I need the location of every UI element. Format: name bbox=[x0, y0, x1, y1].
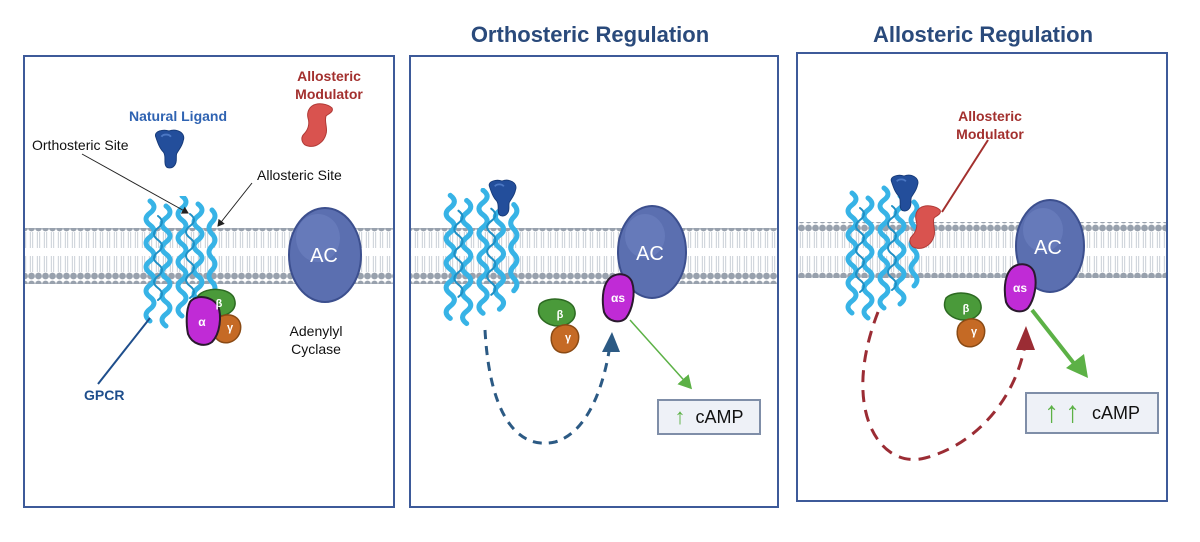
orthosteric-site-label: Orthosteric Site bbox=[32, 137, 129, 153]
adenylyl-line1: Adenylyl bbox=[289, 323, 343, 339]
adenylyl-cyclase-label: Adenylyl Cyclase bbox=[286, 322, 346, 358]
allosteric-modulator-line1-right: Allosteric bbox=[958, 108, 1022, 124]
beta-label-right: β bbox=[963, 303, 970, 315]
gamma-label-middle: γ bbox=[565, 332, 572, 344]
g-alpha-s-right bbox=[1003, 263, 1037, 313]
gamma-label-right: γ bbox=[971, 326, 978, 338]
beta-label-middle: β bbox=[557, 309, 564, 321]
camp-label-middle: cAMP bbox=[695, 406, 744, 427]
gamma-label-left: γ bbox=[227, 322, 234, 334]
alpha-label-left: α bbox=[198, 315, 206, 329]
natural-ligand-label: Natural Ligand bbox=[129, 108, 228, 124]
camp-production-arrow-right bbox=[1030, 308, 1078, 368]
allosteric-modulator-label-right: Allosteric Modulator bbox=[945, 107, 1035, 143]
camp-production-arrow-middle bbox=[629, 319, 693, 390]
g-beta-right bbox=[943, 292, 982, 321]
gpcr-label: GPCR bbox=[84, 387, 125, 403]
dashed-arrowhead-middle bbox=[602, 332, 620, 352]
camp-arrowhead-right bbox=[1066, 354, 1088, 378]
up-arrow-icon: ↑ bbox=[674, 404, 686, 429]
ac-label-middle: AC bbox=[636, 243, 664, 265]
modulator-pointer-right bbox=[941, 139, 989, 213]
ac-label-left: AC bbox=[310, 245, 338, 267]
g-alpha-s-middle bbox=[601, 273, 635, 323]
ac-highlight-middle bbox=[625, 214, 665, 258]
panel-title-orthosteric: Orthosteric Regulation bbox=[470, 22, 710, 47]
ac-highlight-left bbox=[296, 214, 340, 262]
alpha-s-label-middle: αs bbox=[611, 291, 625, 305]
beta-label-left: β bbox=[216, 298, 223, 310]
g-gamma-middle bbox=[550, 324, 580, 354]
allosteric-site-pointer bbox=[217, 182, 253, 227]
dashed-arrowhead-right bbox=[1016, 326, 1035, 350]
ac-highlight-right bbox=[1023, 208, 1063, 252]
camp-box-right: ↑ ↑ cAMP bbox=[1025, 392, 1159, 434]
dashed-activation-arrow-right bbox=[861, 311, 1027, 461]
up-arrow-icon: ↑ bbox=[1043, 396, 1059, 429]
ac-label-right: AC bbox=[1034, 237, 1062, 259]
allosteric-modulator-line2-left: Modulator bbox=[295, 86, 363, 102]
natural-ligand-shape bbox=[154, 129, 185, 169]
alpha-s-label-right: αs bbox=[1013, 281, 1027, 295]
up-arrow-icon: ↑ bbox=[1064, 396, 1080, 429]
dashed-activation-arrow-middle bbox=[483, 329, 612, 445]
gpcr-pointer bbox=[97, 317, 151, 385]
g-gamma-right bbox=[956, 318, 986, 348]
allosteric-modulator-line2-right: Modulator bbox=[956, 126, 1024, 142]
g-beta-middle bbox=[537, 298, 576, 327]
allosteric-modulator-shape-left bbox=[301, 103, 333, 147]
adenylyl-line2: Cyclase bbox=[291, 341, 341, 357]
g-alpha-left bbox=[185, 296, 221, 346]
orthosteric-site-pointer bbox=[81, 153, 189, 214]
allosteric-modulator-line1-left: Allosteric bbox=[297, 68, 361, 84]
panel-title-allosteric: Allosteric Regulation bbox=[872, 22, 1094, 47]
allosteric-modulator-label-left: Allosteric Modulator bbox=[284, 67, 374, 103]
camp-label-right: cAMP bbox=[1091, 402, 1140, 423]
camp-box-middle: ↑ cAMP bbox=[657, 399, 761, 435]
allosteric-site-label: Allosteric Site bbox=[257, 167, 342, 183]
